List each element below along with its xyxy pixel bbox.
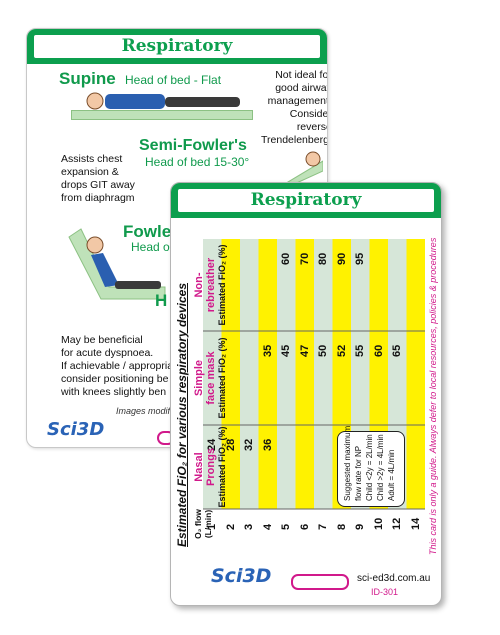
cell-np: 36 xyxy=(261,438,274,451)
table-title: Estimated FiO₂ for various respiratory d… xyxy=(175,282,189,547)
group-name-line: face mask xyxy=(205,351,217,405)
high-fowler-note-line: May be beneficial xyxy=(61,334,143,346)
front-card-header: Respiratory xyxy=(171,183,441,218)
semi-fowler-note-line: drops GIT away xyxy=(61,179,135,191)
cell-sfm: 65 xyxy=(391,344,404,357)
card-id: ID-301 xyxy=(371,587,399,597)
table-stripe xyxy=(314,239,333,509)
cell-nrb: 70 xyxy=(298,252,311,265)
cell-sfm: 50 xyxy=(317,344,330,357)
np-max-flow-note xyxy=(336,431,405,507)
table-stripe xyxy=(221,239,240,509)
supine-note-line: good airway xyxy=(275,82,328,94)
cell-nrb: 95 xyxy=(354,252,367,265)
semi-fowler-note-line: from diaphragm xyxy=(61,192,135,204)
cell-flow: 12 xyxy=(391,517,404,530)
table-stripe xyxy=(295,239,314,509)
cell-flow: 4 xyxy=(261,523,274,530)
np-max-flow-line: Child >2y = 4L/min xyxy=(376,434,386,501)
back-card-header: Respiratory xyxy=(27,29,327,64)
cell-nrb: 60 xyxy=(280,252,293,265)
group-name-line: rebreather xyxy=(205,257,217,313)
supine-note-line: Not ideal for xyxy=(275,69,328,81)
cell-flow: 14 xyxy=(409,517,422,530)
back-logo: Sci3D xyxy=(47,419,105,440)
cell-nrb: 90 xyxy=(335,252,348,265)
cell-flow: 2 xyxy=(224,523,237,530)
fowler-patient-image xyxy=(68,228,166,300)
front-logo: Sci3D xyxy=(211,565,272,587)
np-max-flow-line: flow rate for NP xyxy=(353,445,363,501)
front-lanyard-slot xyxy=(291,574,349,590)
cell-sfm: 55 xyxy=(354,344,367,357)
cell-sfm: 45 xyxy=(280,344,293,357)
np-max-flow-line: Adult = 4L/min xyxy=(387,449,397,501)
group-name-line: Non- xyxy=(193,272,205,298)
table-stripe xyxy=(240,239,259,509)
fowler-label: Fowle xyxy=(123,222,172,241)
table-stripe xyxy=(203,239,222,509)
semi-fowler-label: Semi-Fowler's xyxy=(139,137,247,154)
table-stripe xyxy=(406,239,425,509)
cell-nrb: 80 xyxy=(317,252,330,265)
cell-flow: 5 xyxy=(280,523,293,530)
semi-fowler-note-line: Assists chest xyxy=(61,153,123,165)
flow-header: O₂ flow(L/min) xyxy=(193,509,213,539)
cell-flow: 6 xyxy=(298,523,311,530)
cell-sfm: 35 xyxy=(261,344,274,357)
np-max-flow-line: Child <2y = 2L/min xyxy=(364,434,374,501)
group-name-line: Simple xyxy=(193,359,205,397)
supine-bed-image xyxy=(71,110,253,120)
high-fowler-note-line: for acute dyspnoea. xyxy=(61,347,154,359)
cell-flow: 9 xyxy=(354,523,367,530)
high-fowler-label: H xyxy=(155,291,168,310)
front-card-title: Respiratory xyxy=(250,190,362,210)
supine-sub: Head of bed - Flat xyxy=(125,73,222,87)
semi-fowler-sub: Head of bed 15-30° xyxy=(145,155,250,169)
table-stripe xyxy=(258,239,277,509)
cell-sfm: 47 xyxy=(298,344,311,357)
high-fowler-note-line: with knees slightly ben xyxy=(61,386,167,398)
cell-flow: 10 xyxy=(372,517,385,530)
fowler-sub: Head o xyxy=(131,240,170,254)
group-sub-label: Estimated FiO₂ (%) xyxy=(217,244,227,326)
group-name: Non-rebreather xyxy=(193,239,217,331)
group-sub-label: Estimated FiO₂ (%) xyxy=(217,337,227,419)
cell-flow: 7 xyxy=(317,523,330,530)
cell-flow: 3 xyxy=(243,523,256,530)
disclaimer: This card is only a guide. Always defer … xyxy=(428,237,438,555)
cell-sfm: 60 xyxy=(372,344,385,357)
group-name-line: Nasal xyxy=(193,452,205,482)
cell-flow: 8 xyxy=(335,523,348,530)
table-stripe xyxy=(277,239,296,509)
supine-note-line: Trendelenberg. xyxy=(261,134,328,146)
images-credit: Images modif xyxy=(116,406,171,416)
supine-note-line: Consider reverse xyxy=(289,108,328,133)
group-name-line: Prongs xyxy=(205,448,217,486)
group-sub-label: Estimated FiO₂ (%) xyxy=(217,426,227,508)
semi-fowler-note-line: expansion & xyxy=(61,166,119,178)
flow-header-line: O₂ flow xyxy=(193,509,203,539)
high-fowler-note-line: If achievable / appropria xyxy=(61,360,174,372)
np-max-flow-line: Suggested maximum xyxy=(342,425,352,501)
high-fowler-note-line: consider positioning be xyxy=(61,373,169,385)
supine-patient-image xyxy=(86,92,240,110)
cell-np: 32 xyxy=(243,438,256,451)
back-card-title: Respiratory xyxy=(121,36,233,56)
website-url: sci-ed3d.com.au xyxy=(357,573,431,584)
supine-label: Supine xyxy=(59,69,116,88)
flow-header-line: (L/min) xyxy=(203,509,213,539)
cell-sfm: 52 xyxy=(335,344,348,357)
supine-note-line: management. xyxy=(267,95,328,107)
